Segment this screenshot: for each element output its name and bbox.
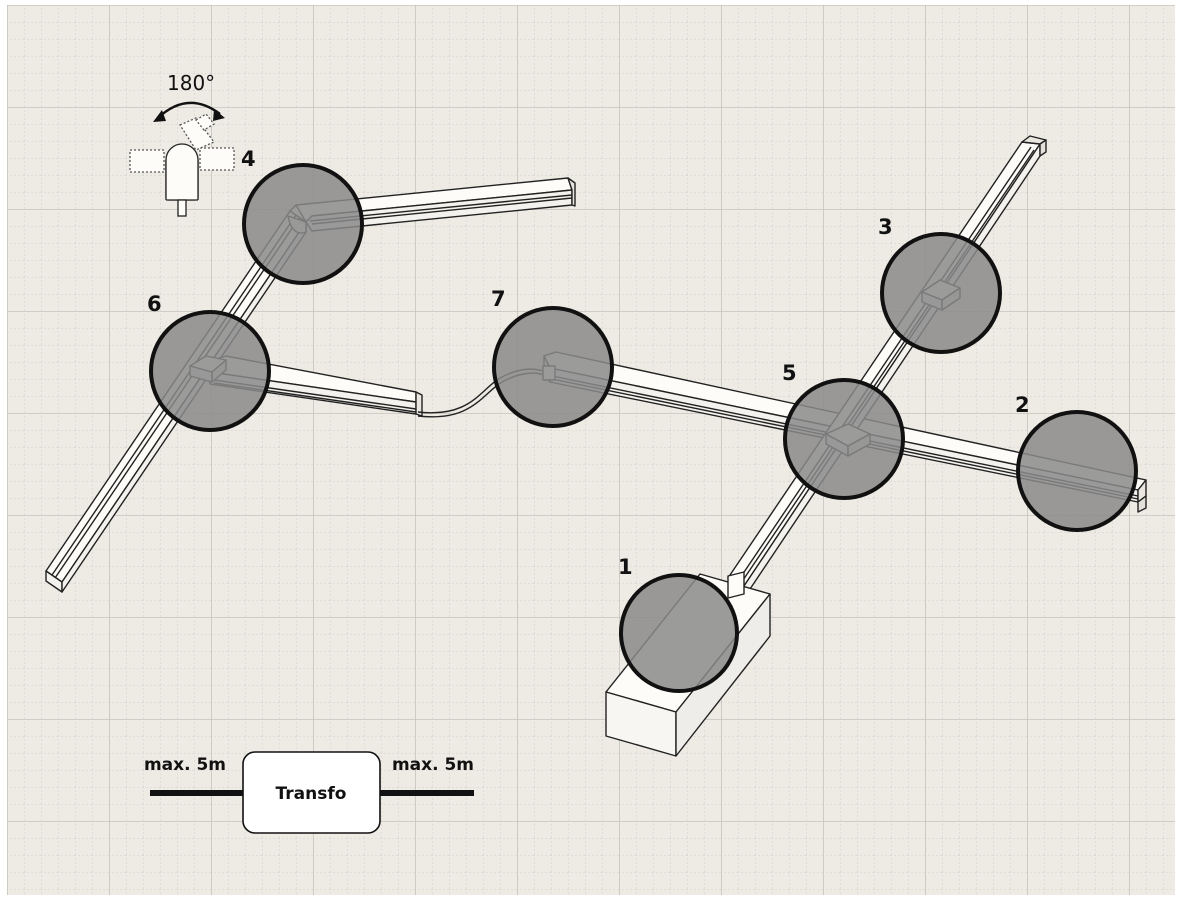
marker-label-6: 6 [147, 292, 162, 316]
marker-label-1: 1 [618, 555, 633, 579]
marker-circle-7 [492, 306, 614, 428]
marker-circle-5 [783, 378, 905, 500]
marker-circle-3 [880, 232, 1002, 354]
marker-circle-2 [1016, 410, 1138, 532]
marker-circle-1 [619, 573, 739, 693]
rotatable-connector-icon: 180° [129, 71, 235, 217]
marker-label-4: 4 [241, 147, 256, 171]
rotation-label: 180° [167, 71, 215, 95]
transfo-right-limit: max. 5m [392, 755, 474, 775]
marker-circle-6 [149, 310, 271, 432]
marker-label-2: 2 [1015, 393, 1030, 417]
marker-circle-4 [242, 163, 364, 285]
markers [149, 163, 1138, 693]
marker-label-3: 3 [878, 215, 893, 239]
transfo-left-limit: max. 5m [144, 755, 226, 775]
marker-label-7: 7 [491, 287, 506, 311]
marker-labels: 1 2 3 4 5 6 7 [147, 147, 1030, 579]
transfo-schema: Transfo max. 5m max. 5m [144, 751, 474, 834]
transfo-box [242, 751, 381, 834]
transfo-label: Transfo [276, 784, 347, 804]
marker-label-5: 5 [782, 361, 797, 385]
